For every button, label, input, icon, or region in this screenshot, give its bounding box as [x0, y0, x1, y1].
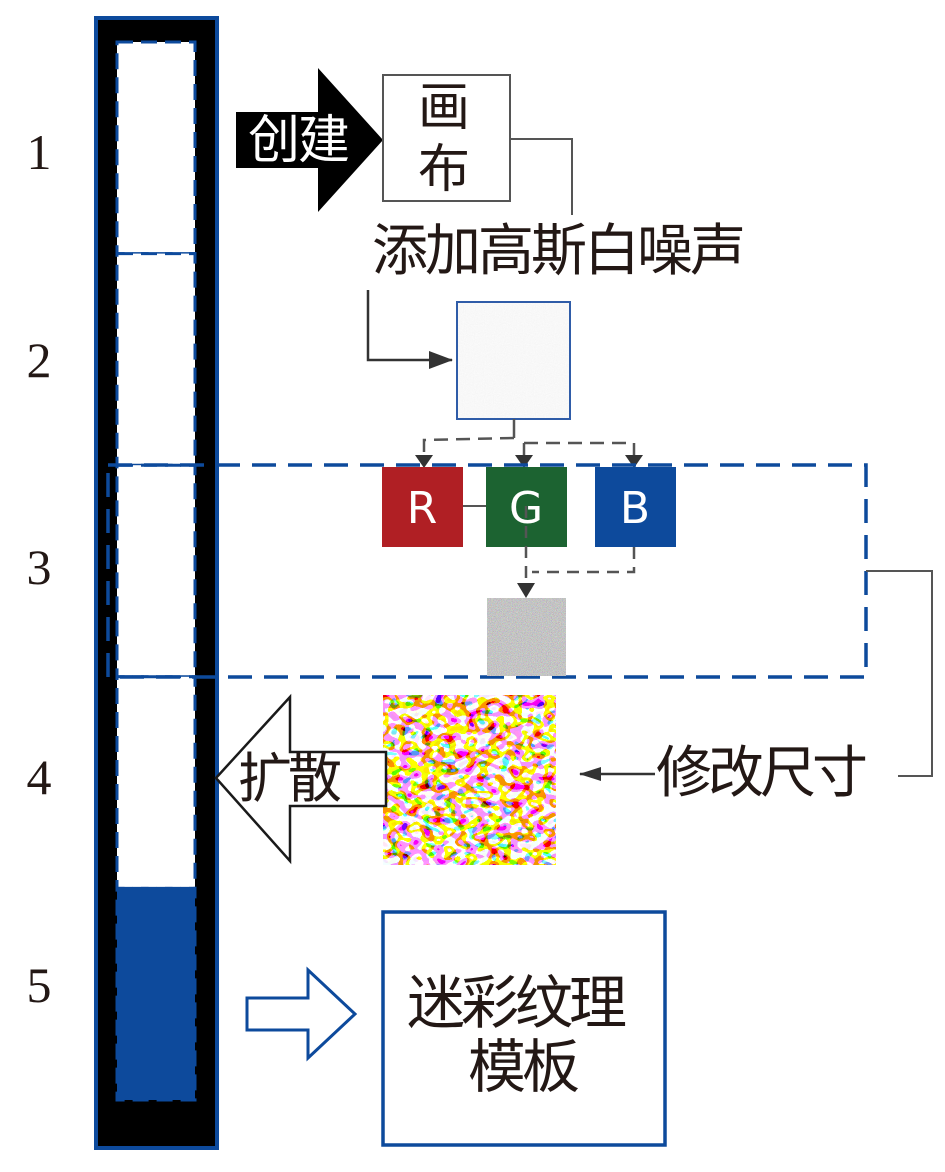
- step-number-2: 2: [26, 332, 52, 388]
- step-number-5: 5: [26, 957, 52, 1013]
- resize-connector: [866, 570, 933, 777]
- split-connectors: [422, 419, 636, 460]
- resize-label: 修改尺寸: [656, 741, 868, 806]
- arrow-to-g-icon: [515, 455, 533, 468]
- channel-b-label: B: [620, 483, 650, 534]
- merged-noise-image: [487, 598, 566, 676]
- arrow-to-r-icon: [415, 455, 433, 468]
- step-number-3: 3: [26, 539, 52, 595]
- channel-b-box: [595, 467, 676, 547]
- add-noise-label: 添加高斯白噪声: [372, 219, 746, 284]
- channel-r-box: [382, 467, 463, 547]
- diffuse-arrow: [214, 693, 388, 865]
- step-number-4: 4: [26, 749, 52, 805]
- diffuse-label: 扩散: [238, 747, 342, 810]
- create-arrow: [236, 68, 383, 212]
- progress-segment-1: [115, 40, 197, 256]
- progress-bar: [94, 16, 219, 1150]
- output-box: [381, 910, 667, 1147]
- resized-noise-image: [383, 695, 556, 865]
- progress-segment-4: [115, 675, 197, 890]
- progress-segment-5: [115, 886, 197, 1102]
- canvas-label-line2: 布: [418, 140, 471, 200]
- create-label: 创建: [248, 111, 350, 171]
- output-label-line1: 迷彩纹理: [407, 969, 627, 1037]
- arrow-to-b-icon: [625, 455, 643, 468]
- output-arrow: [245, 966, 358, 1062]
- noise-image: [457, 302, 570, 419]
- noise-arrow: [366, 290, 453, 369]
- output-label-line2: 模板: [468, 1033, 580, 1101]
- arrow-to-merged-icon: [517, 583, 535, 598]
- canvas-label-line1: 画: [418, 78, 471, 138]
- canvas-connector: [510, 138, 573, 215]
- progress-segment-2: [115, 252, 197, 467]
- merge-connectors: [524, 506, 636, 585]
- channel-r-label: R: [407, 483, 438, 534]
- canvas-box: [382, 74, 511, 202]
- progress-segment-3: [115, 463, 197, 679]
- step-number-1: 1: [26, 124, 52, 180]
